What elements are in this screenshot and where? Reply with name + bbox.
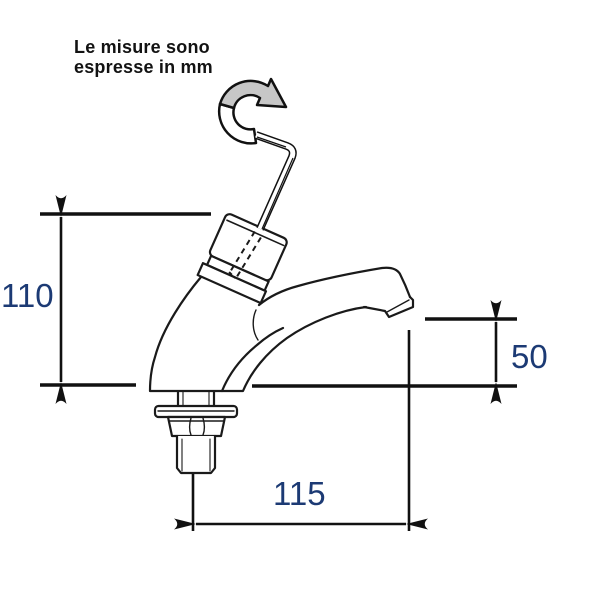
allen-key-outline — [254, 131, 297, 231]
cartridge-cap-seam — [226, 219, 285, 247]
dimension-label-outlet-height: 50 — [511, 338, 548, 375]
spout-top-edge — [257, 266, 412, 307]
units-note-line1: Le misure sono — [74, 37, 210, 57]
base-flange — [153, 404, 239, 419]
base-stem — [176, 390, 216, 409]
allen-key-ridge-long — [261, 157, 294, 230]
units-note-line2: espresse in mm — [74, 57, 213, 77]
dimension-label-overall-height: 110 — [1, 277, 54, 314]
body-spout-joint-curve — [252, 309, 259, 341]
allen-key-icon — [254, 131, 297, 231]
valve-cartridge — [196, 213, 288, 305]
faucet-body — [148, 266, 415, 475]
rotation-arrow-ribbon-under — [217, 102, 258, 145]
body-outline — [148, 275, 368, 393]
rotation-arrow-icon — [217, 77, 288, 145]
allen-key-ridge-short — [256, 136, 287, 148]
allen-key-fill — [255, 132, 296, 231]
threaded-shank — [175, 434, 217, 475]
dimension-lines — [40, 195, 517, 531]
mounting-nut — [166, 415, 227, 438]
cartridge-socket-dashes — [228, 230, 262, 279]
dimension-label-reach: 115 — [273, 475, 326, 512]
units-note: Le misure sono espresse in mm — [74, 37, 213, 77]
body-inner-sweep — [220, 326, 285, 393]
rotation-arrow-head — [218, 77, 288, 110]
spout-aerator-edge — [386, 299, 410, 313]
spout-aerator — [362, 295, 415, 319]
